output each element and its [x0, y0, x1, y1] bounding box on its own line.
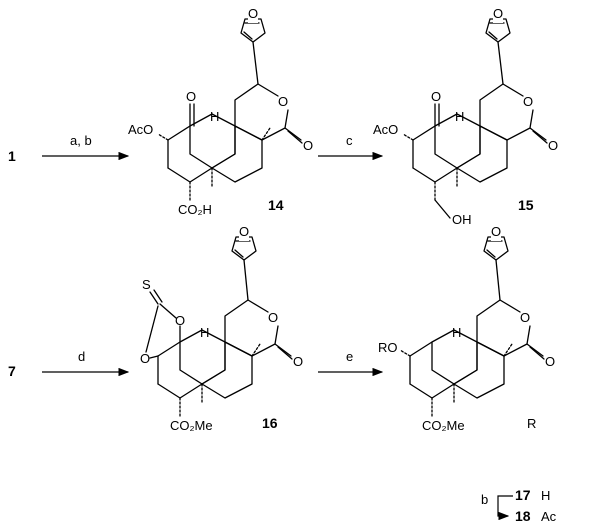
compound-17-label: 17	[515, 487, 531, 503]
aco-15: AcO	[373, 122, 398, 137]
reagent-ab: a, b	[70, 133, 92, 148]
aco-14: AcO	[128, 122, 153, 137]
carbonyl-o-16: O	[293, 354, 303, 369]
compound-16-label: 16	[262, 415, 278, 431]
thio-o2: O	[140, 351, 150, 366]
compound-15-label: 15	[518, 197, 534, 213]
structure-14: O O O O H AcO CO₂H	[128, 6, 313, 217]
h-16: H	[200, 325, 209, 340]
ro-17: RO	[378, 340, 398, 355]
h-17: H	[452, 325, 461, 340]
compound-7-label: 7	[8, 363, 16, 379]
furan-o-16: O	[239, 224, 249, 239]
compound-14-label: 14	[268, 197, 284, 213]
reagent-c: c	[346, 133, 353, 148]
co2me-17: CO₂Me	[422, 418, 465, 433]
ketone-o: O	[186, 89, 196, 104]
oh-15: OH	[452, 212, 472, 227]
h-15: H	[455, 109, 464, 124]
reagent-e: e	[346, 349, 353, 364]
reagent-b-2: b	[481, 492, 488, 507]
r-header: R	[527, 416, 536, 431]
thio-s: S	[142, 277, 151, 292]
structure-15: O O O O H AcO OH	[373, 6, 558, 227]
reagent-d: d	[78, 349, 85, 364]
co2h-14: CO₂H	[178, 202, 212, 217]
furan-o-15: O	[493, 6, 503, 21]
r-value-17: H	[541, 488, 550, 503]
co2me-16: CO₂Me	[170, 418, 213, 433]
structure-17-18: O O O H RO CO₂Me	[378, 224, 555, 433]
carbonyl-o: O	[303, 138, 313, 153]
r-legend: b 17 18 H Ac	[481, 487, 557, 524]
compound-18-label: 18	[515, 508, 531, 524]
ketone-o-15: O	[431, 89, 441, 104]
lactone-o: O	[278, 94, 288, 109]
carbonyl-o-15: O	[548, 138, 558, 153]
h-14: H	[210, 109, 219, 124]
lactone-o-15: O	[523, 94, 533, 109]
lactone-o-16: O	[268, 310, 278, 325]
arrow-b-2	[497, 495, 513, 521]
lactone-o-17: O	[520, 310, 530, 325]
compound-1-label: 1	[8, 148, 16, 164]
furan-o: O	[248, 6, 258, 21]
structure-16: O O O H O O S CO₂Me	[140, 224, 303, 433]
furan-o-17: O	[491, 224, 501, 239]
r-value-18: Ac	[541, 509, 557, 524]
carbonyl-o-17: O	[545, 354, 555, 369]
thio-o1: O	[175, 313, 185, 328]
